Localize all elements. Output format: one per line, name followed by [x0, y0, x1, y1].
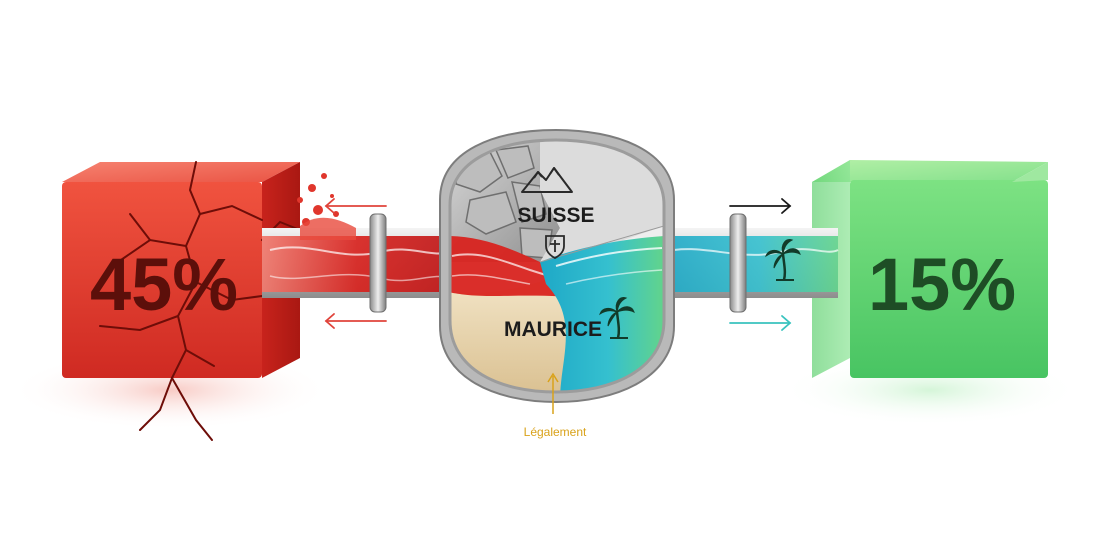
shield-icon — [545, 235, 565, 259]
left-pipe-ring — [369, 213, 387, 313]
arrow-right-icon — [729, 198, 792, 214]
legal-annotation-text: Légalement — [524, 425, 587, 439]
central-chamber: SUISSE MAURICE — [439, 128, 675, 404]
arrow-left-icon — [324, 198, 387, 214]
legal-annotation: Légalement — [524, 372, 587, 439]
right-percent-label: 15% — [868, 243, 1016, 326]
green-cube: 15% — [812, 160, 1048, 378]
palm-tree-icon — [599, 297, 635, 339]
right-pipe — [662, 228, 839, 298]
left-percent-label: 45% — [90, 243, 238, 326]
palm-tree-icon — [765, 239, 801, 281]
arrow-left-icon — [324, 313, 387, 329]
ocean-water — [540, 236, 664, 392]
right-pipe-ring — [729, 213, 747, 313]
mountain-icon — [521, 167, 573, 193]
maurice-label: MAURICE — [504, 318, 602, 341]
crack-lines — [99, 161, 301, 441]
suisse-label: SUISSE — [517, 204, 594, 227]
red-splash — [297, 173, 356, 240]
left-pipe — [262, 228, 453, 298]
arrow-right-icon — [729, 315, 792, 331]
